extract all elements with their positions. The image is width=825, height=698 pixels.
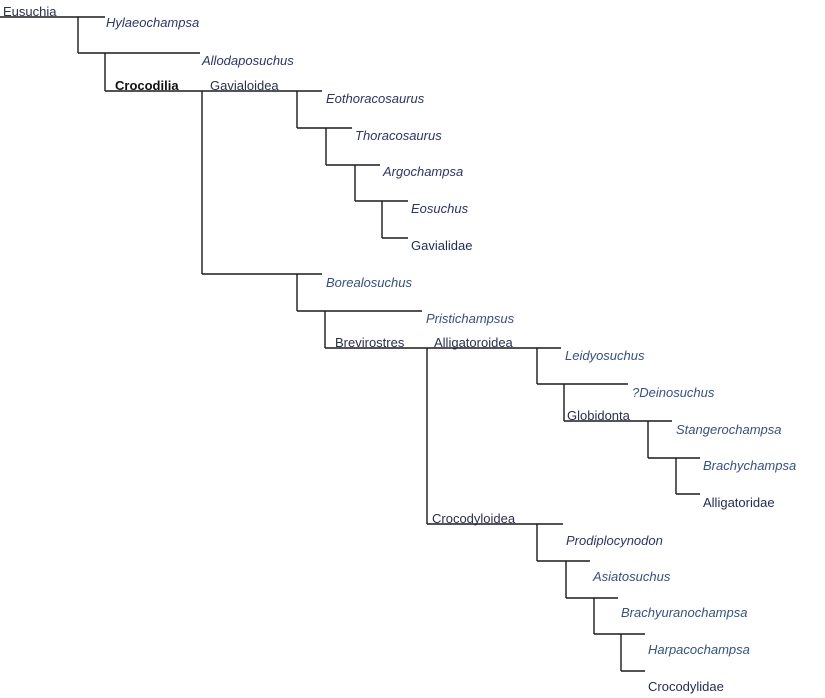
taxon-asiatosuchus: Asiatosuchus — [593, 569, 671, 584]
taxon-harpacochampsa: Harpacochampsa — [648, 642, 750, 657]
taxon-crocodylidae: Crocodylidae — [648, 679, 724, 694]
taxon-borealosuchus: Borealosuchus — [326, 275, 412, 290]
taxon-eothoracosaurus: Eothoracosaurus — [326, 91, 425, 106]
taxon-argochampsa: Argochampsa — [383, 164, 464, 179]
taxon-pristichampsus: Pristichampsus — [426, 311, 515, 326]
clade-label-alligatoroidea: Alligatoroidea — [434, 335, 513, 350]
taxon-allodaposuchus: Allodaposuchus — [202, 53, 294, 68]
clade-label-crocodyloidea: Crocodyloidea — [432, 511, 516, 526]
taxon-gavialidae: Gavialidae — [411, 238, 473, 253]
taxon-brachychampsa: Brachychampsa — [703, 458, 797, 473]
clade-label-gavialoidea: Gavialoidea — [210, 78, 279, 93]
taxon-thoracosaurus: Thoracosaurus — [355, 128, 442, 143]
taxon-stangerochampsa: Stangerochampsa — [676, 422, 782, 437]
clade-label-brevirostres: Brevirostres — [335, 335, 405, 350]
taxon-prodiplocynodon: Prodiplocynodon — [566, 533, 663, 548]
taxon-leidyosuchus: Leidyosuchus — [565, 348, 645, 363]
clade-label-globidonta: Globidonta — [567, 408, 630, 423]
taxon-hylaeochampsa: Hylaeochampsa — [106, 15, 200, 30]
taxon-deinosuchus: ?Deinosuchus — [632, 385, 715, 400]
clade-label-eusuchia: Eusuchia — [3, 4, 57, 19]
taxon-alligatoridae: Alligatoridae — [703, 495, 775, 510]
clade-label-crocodilia: Crocodilia — [115, 78, 179, 93]
taxon-eosuchus: Eosuchus — [411, 201, 469, 216]
taxon-brachyuranochampsa: Brachyuranochampsa — [621, 605, 748, 620]
